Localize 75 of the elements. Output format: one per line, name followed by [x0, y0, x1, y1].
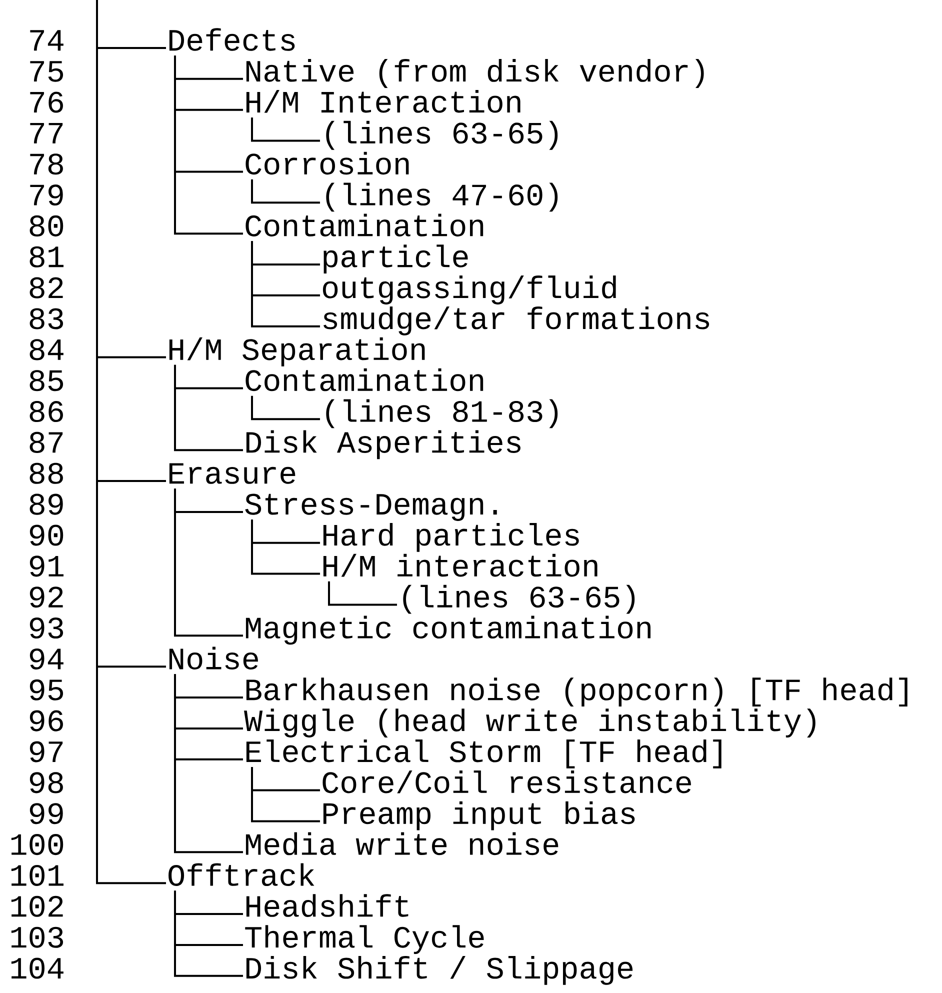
tree-item: Native (from disk vendor)	[246, 59, 704, 88]
line-number: 98	[30, 772, 63, 794]
line-number: 90	[30, 524, 64, 546]
tree-item: Headshift	[246, 894, 408, 918]
line-number: 75	[30, 61, 64, 82]
tree-item: (lines 47-60)	[326, 182, 558, 212]
line-number: 77	[30, 122, 63, 144]
tree-item: Preamp input bias	[323, 801, 635, 830]
tree-item: Disk Asperities	[246, 430, 520, 460]
tree-connector	[251, 396, 320, 420]
tree-connector	[251, 241, 320, 328]
line-number: 103	[11, 926, 64, 948]
line-number: 81	[30, 246, 64, 268]
tree-item: Noise	[169, 646, 258, 670]
tree-item: Hard particles	[323, 523, 579, 552]
tree-connector	[251, 520, 320, 575]
line-number: 99	[30, 803, 63, 824]
tree-item: Contamination	[246, 368, 484, 392]
tree-item: Wiggle (head write instability)	[244, 708, 816, 738]
line-number: 78	[30, 154, 63, 175]
tree-item: Stress-Demagn.	[245, 494, 497, 521]
line-number: 92	[30, 586, 63, 608]
line-number: 95	[30, 679, 64, 700]
line-number: 83	[30, 308, 64, 330]
line-number: 74	[30, 30, 64, 51]
tree-item: Thermal Cycle	[245, 925, 484, 954]
line-number: 94	[30, 648, 64, 670]
tree-connector	[174, 674, 243, 854]
tree-item: H/M Interaction	[246, 90, 520, 113]
tree-item: H/M Separation	[169, 337, 425, 366]
tree-item: Media write noise	[246, 832, 558, 856]
tree-item: Contamination	[246, 214, 484, 236]
line-number: 97	[30, 741, 63, 762]
tree-item: Core/Coil resistance	[322, 770, 691, 794]
line-number: 102	[11, 896, 63, 917]
tree-connector	[174, 364, 243, 452]
tree-item: Barkhausen noise (popcorn) [TF head]	[246, 678, 908, 707]
tree-item: H/M interaction	[323, 554, 598, 577]
tree-item: Disk Shift / Slippage	[246, 956, 633, 985]
line-number: 101	[11, 864, 64, 886]
line-number: 96	[30, 710, 63, 732]
tree-connector	[251, 117, 320, 142]
tree-item: smudge/tar formations	[324, 306, 710, 336]
tree-item: Corrosion	[246, 152, 409, 175]
line-number: 89	[30, 494, 63, 515]
tree-item: Electrical Storm [TF head]	[246, 740, 722, 768]
line-number: 87	[30, 432, 63, 453]
tree-connector	[251, 766, 320, 822]
line-number: 76	[30, 92, 63, 113]
tree-connector	[251, 179, 320, 204]
tree-item: Magnetic contamination	[246, 616, 650, 645]
line-number: 85	[30, 370, 64, 392]
line-number: 100	[11, 834, 64, 856]
tree-connector	[174, 488, 243, 637]
tree-connector	[174, 890, 243, 977]
tree-item: (lines 63-65)	[403, 584, 635, 614]
line-number: 91	[30, 556, 64, 577]
line-number: 79	[30, 184, 63, 206]
line-number: 80	[30, 215, 64, 236]
tree-item: (lines 63-65)	[326, 120, 558, 150]
line-number: 82	[30, 277, 63, 298]
tree-connector	[328, 581, 397, 606]
line-number: 84	[30, 339, 64, 360]
line-number: 93	[30, 618, 64, 639]
line-number: 88	[30, 462, 63, 484]
tree-item: Defects	[169, 28, 295, 51]
tree-item: (lines 81-83)	[326, 399, 558, 428]
tree-item: outgassing/fluid	[322, 276, 616, 304]
line-number: 86	[30, 401, 63, 422]
tree-connector	[96, 0, 166, 884]
tree-item: Offtrack	[168, 863, 314, 886]
tree-connector	[174, 56, 243, 235]
tree-item: Erasure	[169, 463, 296, 484]
line-number: 104	[11, 958, 64, 979]
tree-item: particle	[324, 244, 468, 274]
